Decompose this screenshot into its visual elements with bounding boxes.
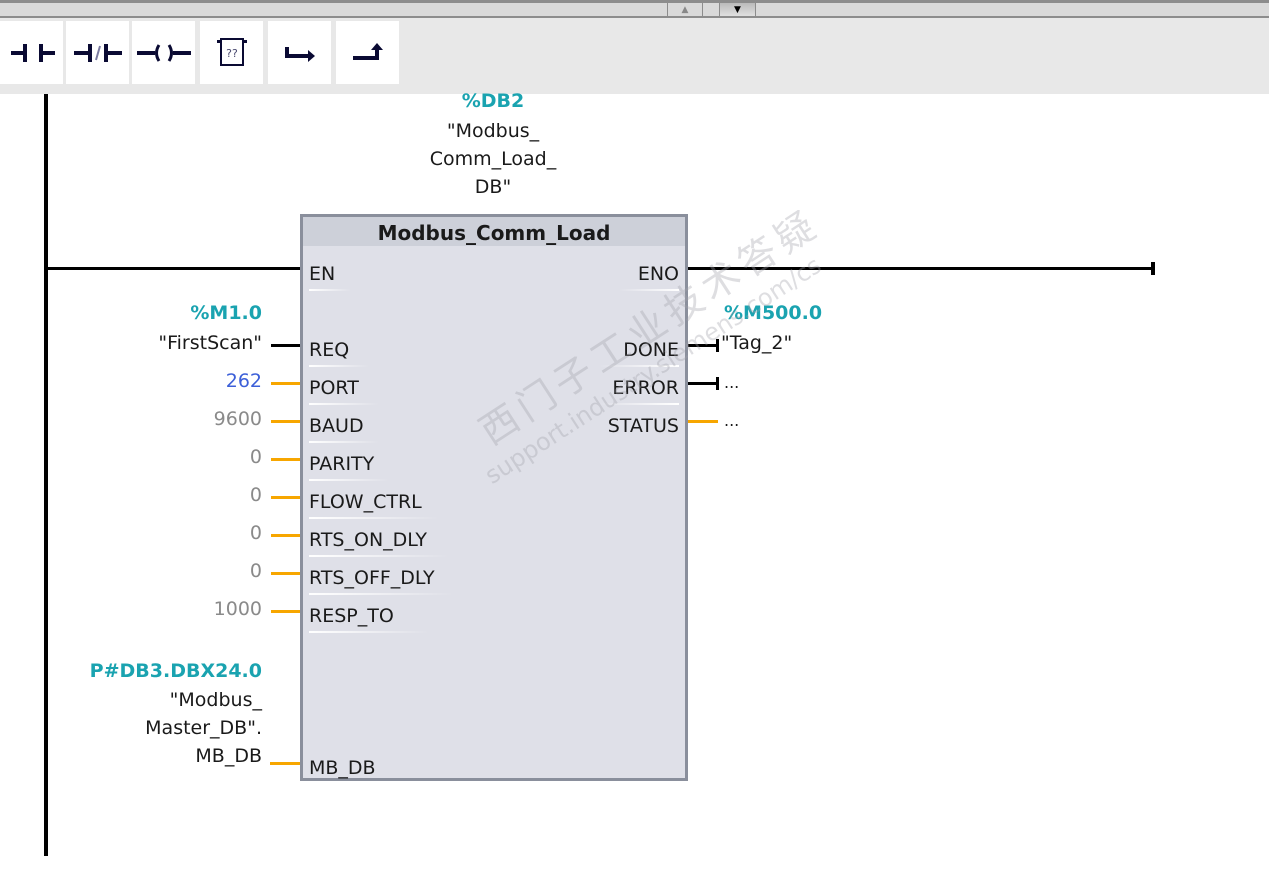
open-branch-icon xyxy=(284,46,315,62)
resp-to-operand[interactable]: 1000 xyxy=(213,598,262,620)
pin-eno: ENO xyxy=(637,263,679,285)
en-wire xyxy=(48,267,300,270)
pin-underline xyxy=(309,593,454,595)
triangle-up-icon: ▲ xyxy=(681,4,689,15)
parity-operand[interactable]: 0 xyxy=(249,446,262,468)
mb-db-operand-line2[interactable]: Master_DB". xyxy=(145,717,262,739)
mb-db-operand-line3[interactable]: MB_DB xyxy=(195,745,262,767)
coil-icon xyxy=(136,43,191,62)
error-operand[interactable]: ... xyxy=(724,373,740,392)
instance-db-name-line2[interactable]: Comm_Load_ xyxy=(429,148,557,170)
mb-db-wire xyxy=(270,762,300,765)
pin-error: ERROR xyxy=(612,377,679,399)
left-power-rail xyxy=(44,94,48,856)
port-operand[interactable]: 262 xyxy=(225,370,262,392)
instance-db-name-line3[interactable]: DB" xyxy=(474,176,512,198)
baud-wire xyxy=(271,420,300,423)
port-wire xyxy=(271,382,300,385)
req-wire xyxy=(271,344,300,347)
error-wire xyxy=(688,382,718,385)
done-wire xyxy=(688,344,718,347)
splitter-bar[interactable]: ▲ ▼ xyxy=(0,0,1269,19)
mb-db-address[interactable]: P#DB3.DBX24.0 xyxy=(89,660,262,682)
box-glyph: ?? xyxy=(226,47,238,60)
pin-req: REQ xyxy=(309,339,350,361)
pin-underline xyxy=(309,555,449,557)
eno-wire xyxy=(688,267,1153,270)
pin-en: EN xyxy=(309,263,336,285)
pin-mb-db: MB_DB xyxy=(309,757,376,779)
empty-box-icon: ?? xyxy=(216,37,247,66)
expand-down-button[interactable]: ▼ xyxy=(719,3,756,16)
pin-port: PORT xyxy=(309,377,359,399)
eno-wire-endcap xyxy=(1151,262,1155,275)
pin-underline xyxy=(309,631,429,633)
toolbar-divider xyxy=(0,16,1269,18)
instance-db-address[interactable]: %DB2 xyxy=(461,90,525,112)
baud-operand[interactable]: 9600 xyxy=(213,408,262,430)
pin-baud: BAUD xyxy=(309,415,364,437)
triangle-down-icon: ▼ xyxy=(734,4,741,15)
pin-underline xyxy=(309,403,379,405)
mb-db-operand-line1[interactable]: "Modbus_ xyxy=(169,689,262,711)
instance-db-name-line1[interactable]: "Modbus_ xyxy=(446,120,540,142)
function-block-modbus-comm-load[interactable]: Modbus_Comm_Load EN ENO REQ PORT BAUD PA… xyxy=(300,214,688,781)
pin-underline xyxy=(309,479,389,481)
pin-underline xyxy=(309,517,439,519)
contact-no-icon xyxy=(10,43,55,62)
req-operand[interactable]: "FirstScan" xyxy=(158,332,262,354)
rts-off-dly-wire xyxy=(271,572,300,575)
pin-underline xyxy=(309,289,351,291)
pin-resp-to: RESP_TO xyxy=(309,605,394,627)
rts-on-dly-operand[interactable]: 0 xyxy=(249,522,262,544)
pin-rts-off-dly: RTS_OFF_DLY xyxy=(309,567,435,589)
resp-to-wire xyxy=(271,610,300,613)
rts-off-dly-operand[interactable]: 0 xyxy=(249,560,262,582)
pin-underline xyxy=(309,441,379,443)
flow-ctrl-wire xyxy=(271,496,300,499)
pin-flow-ctrl: FLOW_CTRL xyxy=(309,491,422,513)
pin-underline xyxy=(599,403,679,405)
open-branch-button[interactable] xyxy=(268,21,331,84)
close-branch-button[interactable] xyxy=(336,21,399,84)
coil-button[interactable] xyxy=(132,21,195,84)
block-title: Modbus_Comm_Load xyxy=(303,217,685,246)
contact-nc-icon xyxy=(73,43,122,62)
flow-ctrl-operand[interactable]: 0 xyxy=(249,484,262,506)
normally-open-contact-button[interactable] xyxy=(0,21,63,84)
parity-wire xyxy=(271,458,300,461)
req-address[interactable]: %M1.0 xyxy=(190,302,262,324)
status-operand[interactable]: ... xyxy=(724,411,740,430)
error-wire-endcap xyxy=(716,377,719,390)
collapse-up-button[interactable]: ▲ xyxy=(667,3,703,16)
pin-underline xyxy=(309,365,369,367)
pin-underline xyxy=(599,365,679,367)
done-operand[interactable]: "Tag_2" xyxy=(721,332,793,354)
normally-closed-contact-button[interactable] xyxy=(66,21,129,84)
empty-box-button[interactable]: ?? xyxy=(200,21,263,84)
rts-on-dly-wire xyxy=(271,534,300,537)
pin-parity: PARITY xyxy=(309,453,375,475)
lad-toolbar: ?? xyxy=(0,18,1269,94)
status-wire xyxy=(688,420,718,423)
close-branch-icon xyxy=(352,42,383,60)
pin-done: DONE xyxy=(623,339,679,361)
pin-rts-on-dly: RTS_ON_DLY xyxy=(309,529,427,551)
pin-status: STATUS xyxy=(607,415,679,437)
pin-underline xyxy=(619,289,679,291)
done-address[interactable]: %M500.0 xyxy=(724,302,823,324)
done-wire-endcap xyxy=(716,339,719,352)
